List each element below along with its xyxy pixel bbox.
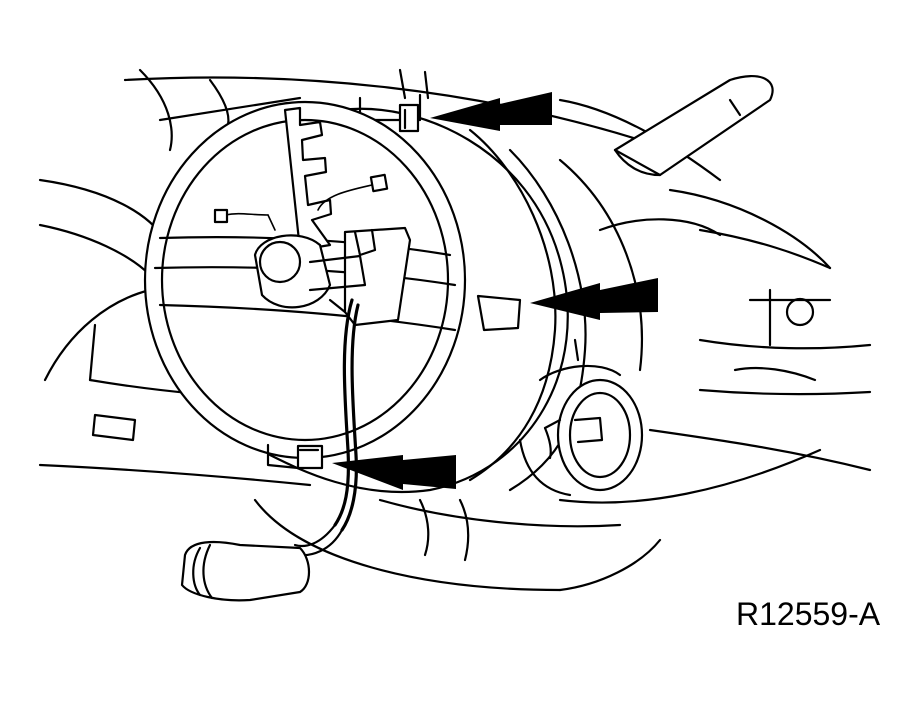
hub-hole — [258, 240, 302, 284]
clockspring-face — [143, 100, 467, 460]
bottom-tab-arrow — [332, 455, 456, 490]
top-tab-arrow — [430, 92, 552, 131]
wire-connector — [180, 540, 311, 602]
bolt-hole — [785, 297, 815, 327]
middle-tab-arrow — [530, 278, 658, 320]
shaft-collar — [556, 378, 644, 492]
wire-harness — [180, 298, 360, 602]
shift-lever — [613, 75, 774, 177]
figure-id-label: R12559-A — [736, 596, 881, 632]
callout-arrows — [332, 92, 658, 490]
middle-retaining-tab — [476, 294, 522, 332]
clockspring-housing — [268, 68, 643, 494]
retaining-tabs — [266, 103, 522, 470]
column-housing — [38, 68, 872, 592]
column-tube — [518, 338, 644, 497]
bottom-retaining-tab — [296, 444, 324, 470]
top-retaining-tab — [398, 103, 420, 133]
